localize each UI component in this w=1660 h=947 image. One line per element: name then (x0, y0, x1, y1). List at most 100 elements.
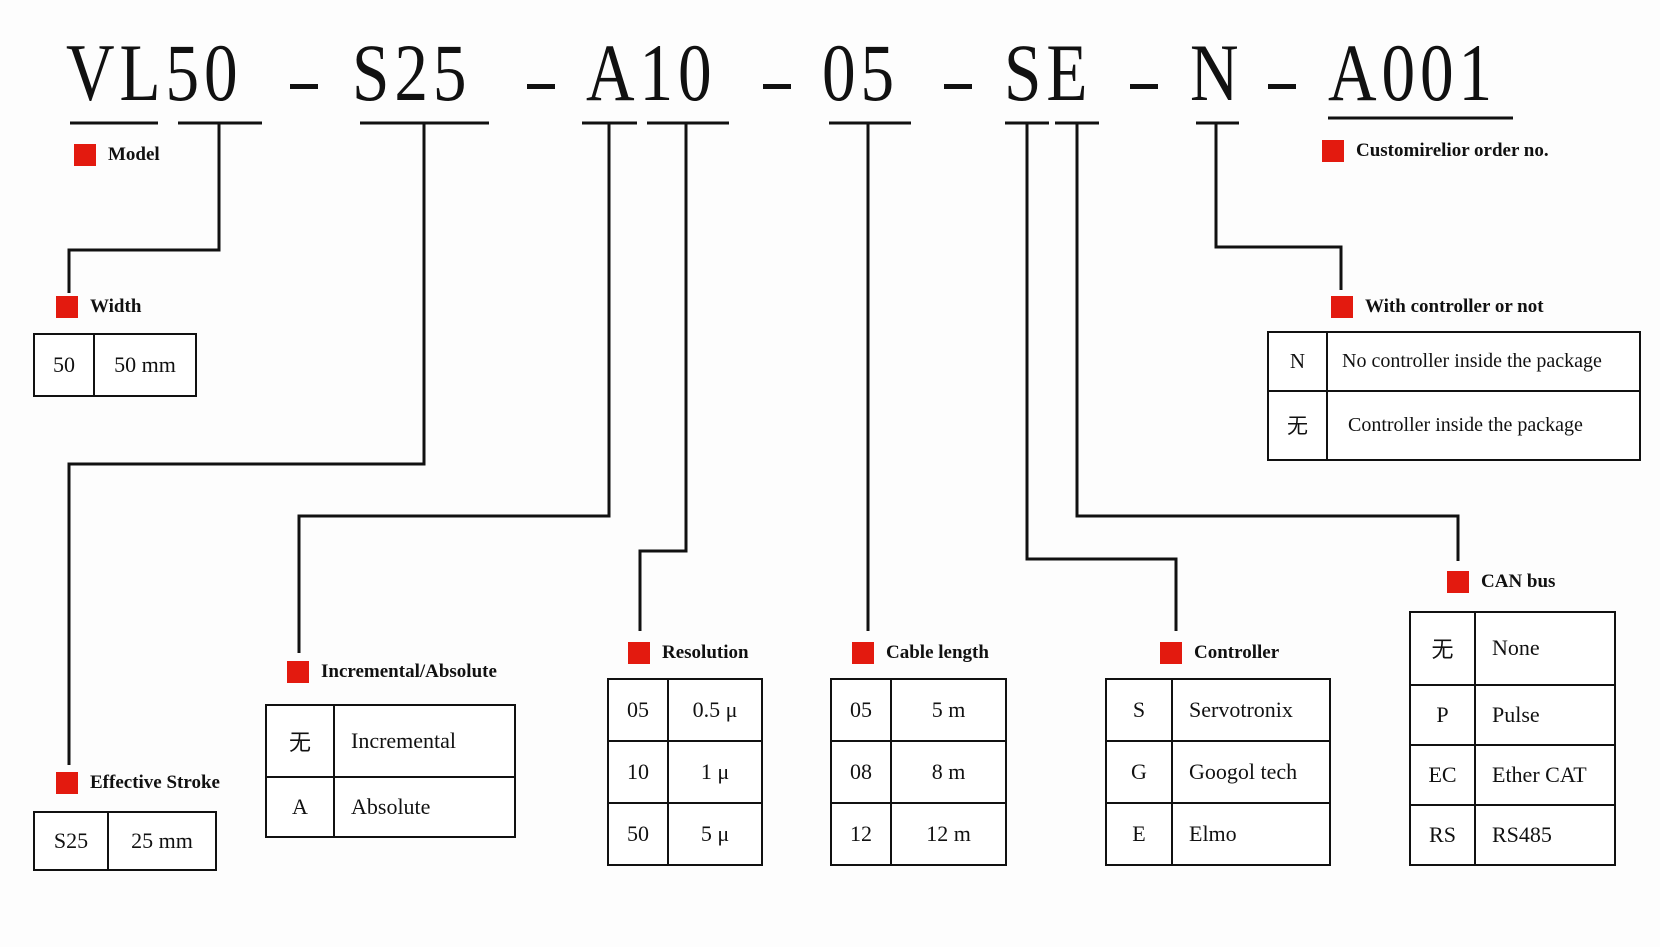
option-desc: Absolute (333, 776, 516, 838)
code-segment-controller-canbus: SE (1004, 27, 1093, 118)
table-resolution: 05 0.5 μ 10 1 μ 50 5 μ (607, 678, 763, 866)
table-row: EC Ether CAT (1409, 743, 1616, 806)
option-code: 无 (1409, 611, 1476, 686)
label-resolution-text: Resolution (662, 642, 749, 663)
table-row: 12 12 m (830, 802, 1007, 866)
option-desc: Controller inside the package (1326, 389, 1641, 462)
option-code: A (265, 776, 335, 838)
code-segment-inc-abs-resolution: A10 (586, 27, 717, 118)
connector-can-bus (1075, 123, 1460, 561)
option-desc: 8 m (890, 740, 1007, 804)
code-separator (290, 84, 318, 89)
connector-resolution (638, 123, 688, 631)
red-square-icon (1322, 140, 1344, 162)
label-can-bus-text: CAN bus (1481, 571, 1556, 592)
code-segment-with-controller: N (1190, 27, 1244, 118)
option-code: 50 (33, 333, 95, 397)
option-code: G (1105, 740, 1173, 804)
option-code: S (1105, 678, 1173, 742)
label-model-text: Model (108, 144, 160, 165)
table-row: 05 0.5 μ (607, 678, 763, 742)
table-row: E Elmo (1105, 802, 1331, 866)
red-square-icon (1331, 296, 1353, 318)
option-code: P (1409, 683, 1476, 746)
table-row: A Absolute (265, 776, 516, 838)
option-code: EC (1409, 743, 1476, 806)
label-cable: Cable length (852, 642, 989, 664)
connector-stroke (67, 123, 426, 765)
option-code: 50 (607, 802, 669, 866)
option-desc: 25 mm (107, 811, 217, 871)
red-square-icon (56, 772, 78, 794)
label-with-controller-text: With controller or not (1365, 296, 1544, 317)
label-inc-abs: Incremental/Absolute (287, 661, 497, 683)
option-desc: 1 μ (667, 740, 763, 804)
label-resolution: Resolution (628, 642, 749, 664)
option-code: 05 (830, 678, 892, 742)
code-separator (1130, 84, 1158, 89)
table-row: S25 25 mm (33, 811, 217, 871)
option-desc: Pulse (1474, 683, 1616, 746)
code-segment-stroke: S25 (352, 27, 472, 118)
red-square-icon (287, 661, 309, 683)
option-code: RS (1409, 803, 1476, 867)
red-square-icon (1160, 642, 1182, 664)
code-separator (527, 84, 555, 89)
table-cable: 05 5 m 08 8 m 12 12 m (830, 678, 1007, 866)
option-code: 无 (265, 703, 335, 779)
code-separator (944, 84, 972, 89)
option-desc: Ether CAT (1474, 743, 1616, 806)
label-controller: Controller (1160, 642, 1279, 664)
option-desc: None (1474, 611, 1616, 686)
table-controller: S Servotronix G Googol tech E Elmo (1105, 678, 1331, 866)
option-code: 05 (607, 678, 669, 742)
table-row: 无 Incremental (265, 703, 516, 779)
option-code: 08 (830, 740, 892, 804)
label-can-bus: CAN bus (1447, 571, 1555, 593)
option-desc: Googol tech (1171, 740, 1331, 804)
option-desc: No controller inside the package (1326, 331, 1641, 392)
table-with-controller: N No controller inside the package 无 Con… (1267, 331, 1641, 462)
option-desc: 0.5 μ (667, 678, 763, 742)
option-code: S25 (33, 811, 109, 871)
label-cable-text: Cable length (886, 642, 989, 663)
code-segment-customer-order: A001 (1328, 27, 1498, 118)
table-row: 05 5 m (830, 678, 1007, 742)
table-row: 08 8 m (830, 740, 1007, 804)
label-model: Model (74, 144, 160, 166)
label-controller-text: Controller (1194, 642, 1280, 663)
table-row: S Servotronix (1105, 678, 1331, 742)
label-inc-abs-text: Incremental/Absolute (321, 661, 497, 682)
table-row: 无 Controller inside the package (1267, 389, 1641, 462)
label-width-text: Width (90, 296, 142, 317)
code-segment-cable: 05 (822, 27, 900, 118)
option-code: 无 (1267, 389, 1328, 462)
table-row: 10 1 μ (607, 740, 763, 804)
option-desc: 50 mm (93, 333, 197, 397)
table-row: G Googol tech (1105, 740, 1331, 804)
connector-with-controller (1214, 123, 1343, 290)
label-stroke: Effective Stroke (56, 772, 220, 794)
red-square-icon (628, 642, 650, 664)
connector-width (67, 123, 221, 293)
connector-controller (1025, 123, 1178, 631)
table-row: 无 None (1409, 611, 1616, 686)
code-segment-model: VL50 (66, 27, 243, 118)
red-square-icon (56, 296, 78, 318)
option-desc: RS485 (1474, 803, 1616, 867)
table-inc-abs: 无 Incremental A Absolute (265, 703, 516, 838)
red-square-icon (1447, 571, 1469, 593)
option-code: E (1105, 802, 1173, 866)
option-code: 10 (607, 740, 669, 804)
option-desc: Incremental (333, 703, 516, 779)
label-width: Width (56, 296, 141, 318)
table-row: N No controller inside the package (1267, 331, 1641, 392)
table-stroke: S25 25 mm (33, 811, 217, 871)
label-stroke-text: Effective Stroke (90, 772, 220, 793)
table-can-bus: 无 None P Pulse EC Ether CAT RS RS485 (1409, 611, 1616, 867)
label-customer-order: Customirelior order no. (1322, 140, 1549, 162)
table-width: 50 50 mm (33, 333, 197, 397)
red-square-icon (852, 642, 874, 664)
option-code: 12 (830, 802, 892, 866)
